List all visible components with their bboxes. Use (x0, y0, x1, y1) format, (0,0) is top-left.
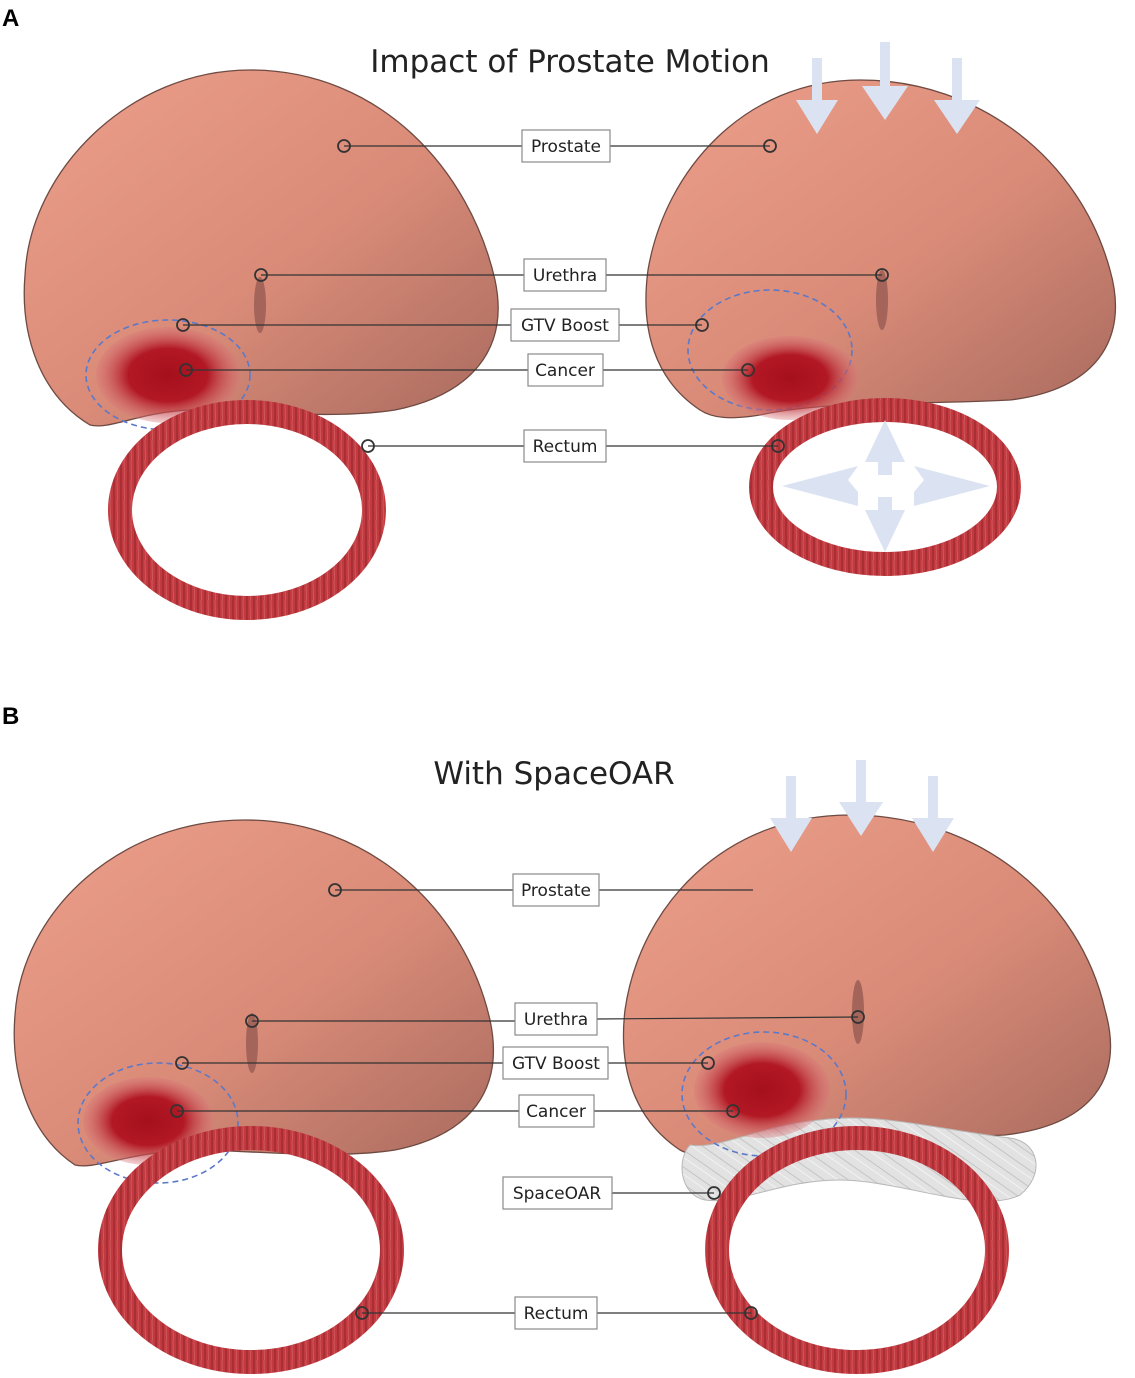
prostate-right-a (645, 79, 1117, 419)
motion-arrow-icon (770, 776, 812, 852)
label-rectum-text: Rectum (533, 437, 598, 457)
cancer-right-b (694, 1042, 830, 1138)
markers-b (170, 883, 865, 1320)
label-gtv-boost-b: GTV Boost (502, 1046, 609, 1080)
label-gtv-boost-text: GTV Boost (521, 316, 609, 336)
panel-b-title: With SpaceOAR (433, 756, 674, 792)
panel-a-title: Impact of Prostate Motion (370, 44, 769, 80)
urethra-right-b (852, 980, 864, 1044)
label-prostate-text: Prostate (531, 137, 601, 157)
compression-arrow-icon (914, 466, 990, 506)
motion-arrow-icon (934, 58, 980, 134)
label-urethra-text: Urethra (533, 266, 597, 286)
spaceoar-gel (681, 1117, 1037, 1202)
motion-arrow-icon (839, 760, 883, 836)
motion-arrow-icon (912, 776, 954, 852)
cancer-left-a (96, 327, 240, 423)
label-prostate-text: Prostate (521, 881, 591, 901)
label-urethra-a: Urethra (523, 258, 607, 292)
markers-a (176, 139, 889, 453)
compression-arrow-icon (782, 466, 858, 506)
label-cancer-b: Cancer (518, 1094, 595, 1128)
urethra-left-a (254, 277, 266, 333)
rectum-left-b (98, 1126, 404, 1374)
label-prostate-b: Prostate (512, 873, 600, 907)
leaders-b (177, 889, 859, 1314)
panel-b-letter: B (2, 703, 19, 730)
label-rectum-a: Rectum (523, 429, 607, 463)
label-spaceoar-text: SpaceOAR (513, 1184, 602, 1204)
panel-b: B With SpaceOAR (2, 703, 1112, 1374)
prostate-right-b (622, 814, 1112, 1157)
label-rectum-b: Rectum (514, 1296, 598, 1330)
label-prostate-a: Prostate (521, 129, 611, 163)
label-cancer-text: Cancer (535, 361, 595, 381)
compression-arrow-icon (865, 420, 905, 475)
cancer-right-a (722, 336, 858, 420)
urethra-right-a (876, 270, 888, 330)
motion-arrows-b (770, 760, 954, 852)
rectum-left-a (108, 400, 386, 620)
rectum-right-a (749, 398, 1021, 576)
motion-arrows-a (796, 42, 980, 134)
urethra-left-b (246, 1013, 258, 1073)
panel-a: A Impact of Prostate Motion (2, 5, 1117, 620)
prostate-left-a (23, 69, 499, 427)
gtv-boost-left-b (77, 1062, 239, 1184)
label-urethra-b: Urethra (514, 1002, 598, 1036)
rectum-right-b (705, 1126, 1009, 1374)
label-urethra-text: Urethra (524, 1010, 588, 1030)
motion-arrow-icon (796, 58, 838, 134)
label-gtv-boost-a: GTV Boost (510, 308, 620, 342)
compression-arrow-icon (865, 497, 905, 552)
label-cancer-a: Cancer (527, 353, 604, 387)
label-spaceoar-b: SpaceOAR (502, 1176, 613, 1210)
panel-a-letter: A (2, 5, 19, 32)
label-cancer-text: Cancer (526, 1102, 586, 1122)
label-rectum-text: Rectum (524, 1304, 589, 1324)
compression-arrows-a (782, 420, 990, 552)
motion-arrow-icon (862, 42, 908, 120)
label-gtv-boost-text: GTV Boost (512, 1054, 600, 1074)
leaders-a (183, 145, 882, 447)
gtv-boost-left-a (85, 319, 251, 431)
